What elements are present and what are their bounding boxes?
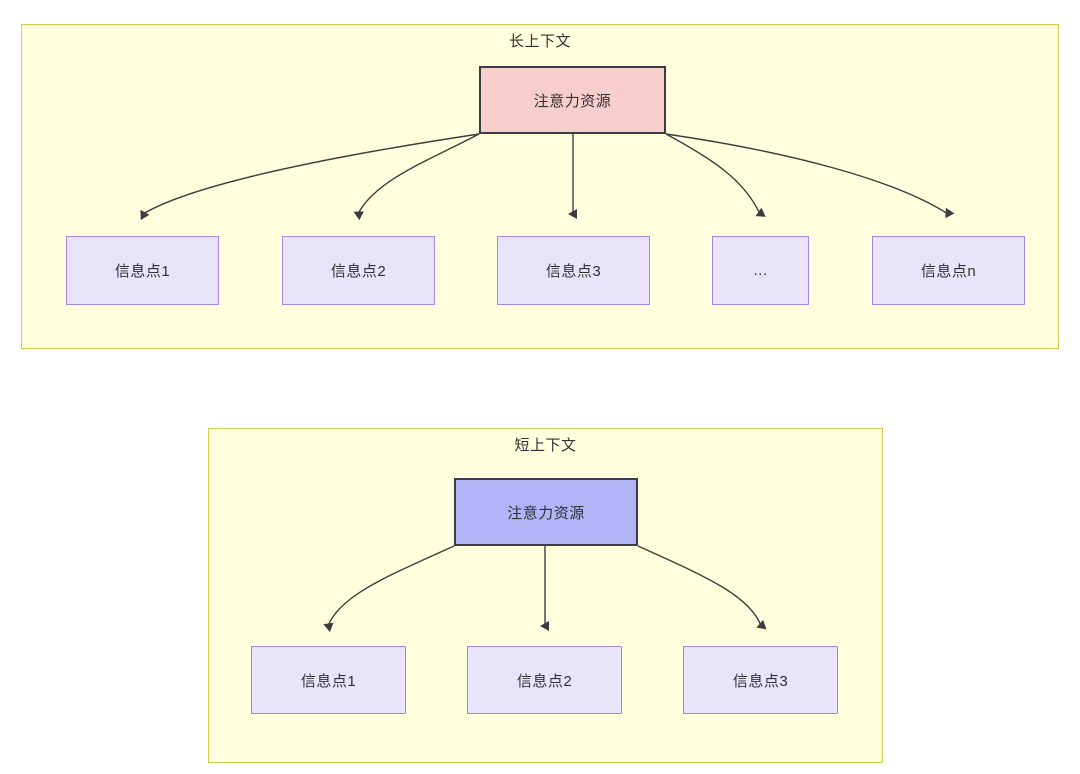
group-long-context-title: 长上下文: [508, 33, 571, 50]
node-long-info-2[interactable]: 信息点2: [282, 236, 435, 305]
node-long-info-n[interactable]: 信息点n: [872, 236, 1025, 305]
node-label: 信息点2: [330, 263, 387, 280]
node-short-info-2[interactable]: 信息点2: [467, 646, 622, 714]
group-short-context-title: 短上下文: [514, 437, 577, 454]
node-label: 注意力资源: [533, 92, 612, 110]
node-long-info-1[interactable]: 信息点1: [66, 236, 219, 305]
node-long-info-ellipsis[interactable]: ...: [712, 236, 809, 305]
node-label: 注意力资源: [507, 504, 585, 522]
node-long-attention-resource[interactable]: 注意力资源: [479, 66, 666, 134]
node-short-info-1[interactable]: 信息点1: [251, 646, 406, 714]
node-label: 信息点2: [516, 672, 573, 690]
node-label: ...: [753, 262, 768, 279]
node-short-attention-resource[interactable]: 注意力资源: [454, 478, 638, 546]
node-label: 信息点n: [920, 263, 977, 280]
node-label: 信息点1: [300, 672, 357, 690]
node-label: 信息点3: [732, 672, 789, 690]
node-short-info-3[interactable]: 信息点3: [683, 646, 838, 714]
node-long-info-3[interactable]: 信息点3: [497, 236, 650, 305]
node-label: 信息点1: [114, 263, 171, 280]
node-label: 信息点3: [545, 263, 602, 280]
